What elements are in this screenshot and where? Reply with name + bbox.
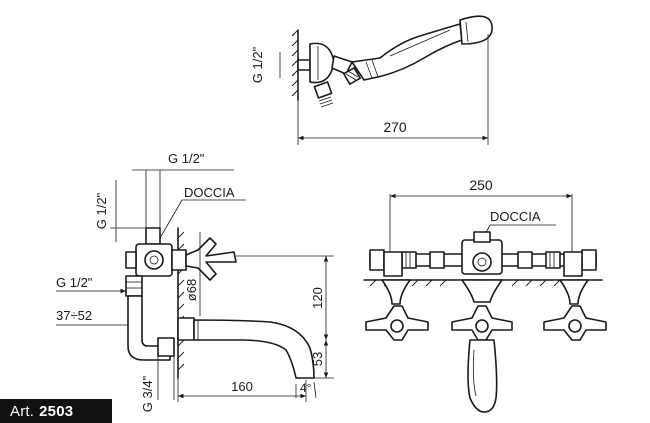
article-number-badge: Art. 2503 — [0, 399, 112, 423]
side-angle-label: 4° — [300, 381, 312, 395]
top-thread-label: G 1/2" — [250, 46, 265, 83]
side-range-label: 37÷52 — [56, 308, 92, 323]
side-spout-height-dimension: 53 — [310, 352, 325, 366]
side-view-mixer: G 1/2" G 1/2" DOCCIA G 1/2" 37÷52 ø68 12… — [56, 151, 334, 412]
side-spout-length-dimension: 160 — [231, 379, 253, 394]
side-bottom-thread-label: G 3/4" — [140, 375, 155, 412]
holder-nut-threads — [343, 67, 361, 85]
top-length-dimension: 270 — [383, 119, 407, 135]
handle-ribs — [365, 59, 379, 79]
article-label: Art. — [10, 402, 35, 420]
hose-connector-threads — [317, 93, 334, 108]
side-diameter-label: ø68 — [184, 279, 199, 301]
side-top-thread-label: G 1/2" — [168, 151, 205, 166]
side-height-dimension: 120 — [310, 287, 325, 309]
front-view-mixer: 250 DOCCIA — [363, 177, 607, 413]
bar-thread-lines — [405, 252, 555, 268]
article-number: 2503 — [39, 402, 74, 420]
front-width-dimension: 250 — [469, 177, 493, 193]
top-view-hand-shower: 270 G 1/2" — [250, 15, 493, 145]
wall-hatching-top — [291, 29, 299, 97]
front-diverter-label: DOCCIA — [490, 209, 541, 224]
side-diverter-label: DOCCIA — [184, 185, 235, 200]
side-vertical-thread-label: G 1/2" — [94, 192, 109, 229]
side-inlet-thread-label: G 1/2" — [56, 275, 93, 290]
supply-pipe-nut-lines — [126, 281, 142, 289]
